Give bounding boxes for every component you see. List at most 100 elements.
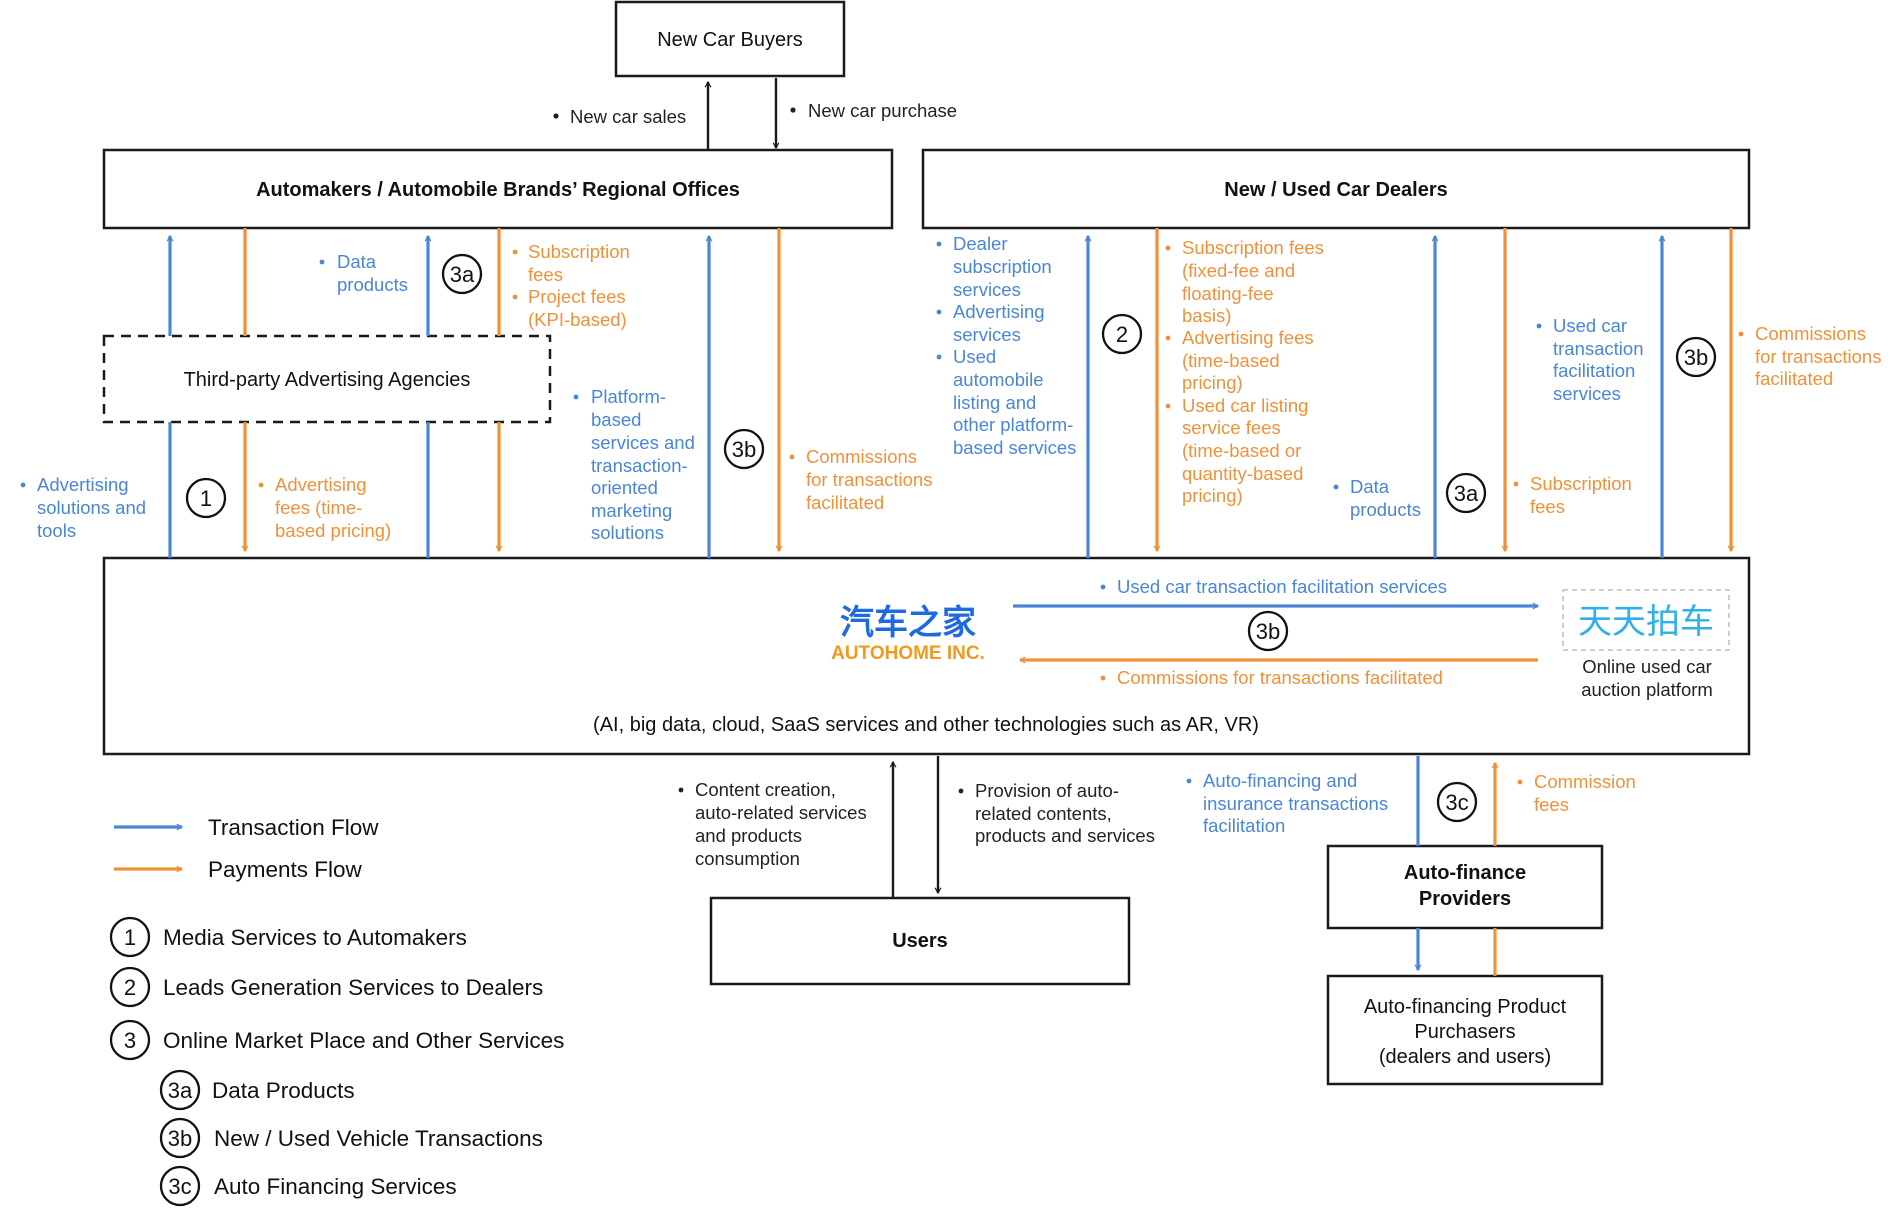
data-products-line-2: products	[337, 274, 408, 295]
bullet-dot	[573, 394, 579, 400]
legend-payments-label: Payments Flow	[208, 857, 363, 882]
marker-3b-center: 3b	[1247, 610, 1289, 652]
dealer-services-line-6: Used	[953, 346, 996, 367]
advertising-solutions-line-3: tools	[37, 520, 76, 541]
bullet-dot	[1100, 584, 1106, 590]
dealer-fees-line-3: floating-fee	[1182, 283, 1274, 304]
provision-line-1: Provision of auto-	[975, 780, 1119, 801]
svg-text:2: 2	[124, 975, 136, 1000]
svg-text:3a: 3a	[450, 262, 475, 287]
bullet-dot	[319, 259, 325, 265]
advertising-solutions-line-1: Advertising	[37, 474, 129, 495]
provision-line-2: related contents,	[975, 803, 1112, 824]
dealer-fees-line-4: basis)	[1182, 305, 1231, 326]
dealer-services-line-7: automobile	[953, 369, 1044, 390]
svg-text:3b: 3b	[732, 437, 756, 462]
svg-text:3: 3	[124, 1028, 136, 1053]
users-box: Users	[709, 896, 1131, 986]
dealer-services-line-10: based services	[953, 437, 1076, 458]
legend-item-3: 3 Online Market Place and Other Services	[109, 1019, 564, 1061]
bullet-dot	[936, 354, 942, 360]
legend-item-2: 2 Leads Generation Services to Dealers	[109, 966, 543, 1008]
dealer-fees-line-5: Advertising fees	[1182, 327, 1314, 348]
bullet-dot	[20, 482, 26, 488]
svg-text:1: 1	[200, 486, 212, 511]
bullet-dot	[512, 294, 518, 300]
commissions-dealer-line-1: Commissions	[1755, 323, 1866, 344]
content-creation-line-1: Content creation,	[695, 779, 836, 800]
commissions-dealer-line-2: for transactions	[1755, 346, 1881, 367]
legend: Transaction Flow Payments Flow 1 Media S…	[109, 815, 564, 1207]
legend-item-3c-label: Auto Financing Services	[214, 1174, 457, 1199]
ttpai-logo-text: 天天拍车	[1578, 603, 1714, 641]
dealer-flows: Dealer subscription services Advertising…	[936, 228, 1881, 558]
bullet-dot	[936, 309, 942, 315]
legend-item-2-label: Leads Generation Services to Dealers	[163, 975, 543, 1000]
auto-finance-label-1: Auto-finance	[1404, 862, 1526, 884]
content-creation-line-2: auto-related services	[695, 802, 867, 823]
project-fees-line-1: Project fees	[528, 286, 626, 307]
platform-based-line-2: based	[591, 409, 641, 430]
marker-1: 1	[185, 477, 227, 519]
bullet-dot	[1165, 403, 1171, 409]
svg-text:1: 1	[124, 925, 136, 950]
used-car-services-line-2: transaction	[1553, 338, 1644, 359]
bullet-dot	[1186, 778, 1192, 784]
bullet-dot	[1536, 323, 1542, 329]
users-label: Users	[892, 930, 948, 952]
svg-text:3b: 3b	[168, 1126, 192, 1151]
platform-based-line-6: marketing	[591, 500, 672, 521]
auto-finance-box: Auto-finance Providers	[1326, 844, 1604, 930]
dealer-fees-line-6: (time-based	[1182, 350, 1280, 371]
commission-fees-line-2: fees	[1534, 794, 1569, 815]
automakers-label: Automakers / Automobile Brands’ Regional…	[256, 179, 740, 201]
agencies-label: Third-party Advertising Agencies	[184, 369, 471, 391]
svg-text:3c: 3c	[1445, 790, 1468, 815]
marker-3b-automaker: 3b	[723, 428, 765, 470]
marker-3b-dealer: 3b	[1675, 336, 1717, 378]
bullet-dot	[1165, 335, 1171, 341]
purchasers-label-2: Purchasers	[1414, 1021, 1515, 1043]
advertising-fees-line-1: Advertising	[275, 474, 367, 495]
used-car-services-line-4: services	[1553, 383, 1621, 404]
buyers-flows: New car sales New car purchase	[553, 78, 957, 150]
autohome-platform-box: 汽车之家 AUTOHOME INC. (AI, big data, cloud,…	[102, 556, 1751, 756]
svg-text:3c: 3c	[168, 1174, 191, 1199]
svg-text:3a: 3a	[1454, 481, 1479, 506]
subscription-fees-dealer-line-1: Subscription	[1530, 473, 1632, 494]
auto-finance-label-2: Providers	[1419, 888, 1511, 910]
auto-financing-line-3: facilitation	[1203, 815, 1285, 836]
technology-line: (AI, big data, cloud, SaaS services and …	[593, 714, 1259, 736]
used-car-flow-label: Used car transaction facilitation servic…	[1117, 576, 1447, 597]
new-car-purchase-label: New car purchase	[808, 100, 957, 121]
svg-text:2: 2	[1116, 322, 1128, 347]
legend-item-3b: 3b New / Used Vehicle Transactions	[159, 1117, 543, 1159]
autohome-logo-cn: 汽车之家	[840, 604, 976, 642]
dealer-fees-line-9: service fees	[1182, 417, 1281, 438]
bullet-dot	[958, 788, 964, 794]
svg-text:3b: 3b	[1256, 619, 1280, 644]
bullet-dot	[1738, 331, 1744, 337]
dealer-services-line-2: subscription	[953, 256, 1052, 277]
data-products-line-1: Data	[337, 251, 377, 272]
autohome-logo-en: AUTOHOME INC.	[831, 643, 985, 664]
auto-finance-flows: Auto-financing and insurance transaction…	[1186, 756, 1636, 976]
legend-item-3a: 3a Data Products	[159, 1069, 355, 1111]
ttpai-logo: 天天拍车	[1562, 589, 1730, 651]
commissions-automaker-line-1: Commissions	[806, 446, 917, 467]
dealer-services-line-3: services	[953, 279, 1021, 300]
legend-item-3b-label: New / Used Vehicle Transactions	[214, 1126, 543, 1151]
bullet-dot	[553, 113, 559, 119]
legend-item-3c: 3c Auto Financing Services	[159, 1165, 457, 1207]
legend-item-3-label: Online Market Place and Other Services	[163, 1028, 564, 1053]
users-flows: Content creation, auto-related services …	[678, 756, 1155, 898]
new-car-buyers-label: New Car Buyers	[657, 29, 803, 51]
dealer-fees-line-1: Subscription fees	[1182, 237, 1324, 258]
auto-financing-line-2: insurance transactions	[1203, 793, 1388, 814]
svg-text:3a: 3a	[168, 1078, 193, 1103]
svg-text:3b: 3b	[1684, 345, 1708, 370]
marker-3a-automaker: 3a	[441, 253, 483, 295]
new-car-buyers-box: New Car Buyers	[614, 0, 846, 78]
dealers-box: New / Used Car Dealers	[921, 148, 1751, 230]
